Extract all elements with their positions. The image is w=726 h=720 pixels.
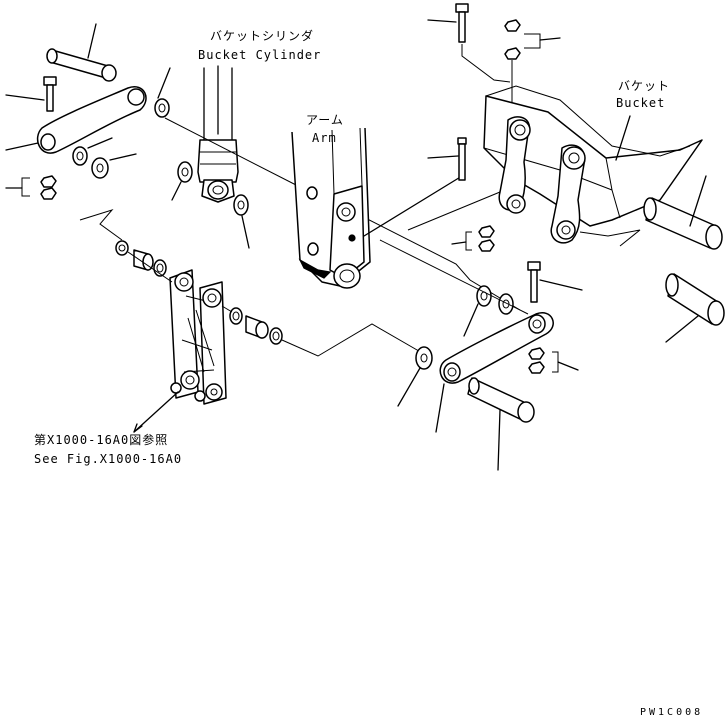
left-nuts: [5, 175, 57, 200]
right-lower-washers: [397, 285, 514, 407]
bucket-pin-upper: [643, 175, 723, 250]
right-lower-link-plate: [435, 312, 554, 433]
arm: [291, 127, 463, 289]
center-h-link: [133, 269, 227, 433]
bucket-cylinder-label-en: Bucket Cylinder: [198, 48, 322, 62]
bucket-label-jp: バケット: [618, 79, 671, 93]
bucket-cylinder: [197, 65, 239, 203]
right-lower-nuts: [528, 347, 579, 374]
bucket-pin-lower: [665, 273, 725, 343]
bucket-side-nuts: [451, 225, 495, 252]
right-lower-pin: [467, 377, 535, 471]
bucket-label-en: Bucket: [616, 96, 666, 110]
left-upper-pin: [46, 23, 117, 82]
left-link-plate: [5, 86, 147, 154]
bucket-top-nuts: [504, 19, 561, 108]
bucket: [483, 85, 703, 247]
bucket-side-bolt: [427, 137, 467, 181]
right-lower-bolt: [527, 261, 583, 303]
drawing-code: PW1C008: [640, 707, 704, 718]
h-link-left-bushings: [79, 209, 173, 283]
left-bolt: [5, 76, 57, 112]
arm-label-en: Arm: [312, 131, 337, 145]
see-figure-label-jp: 第X1000-16A0図参照: [34, 433, 169, 447]
bucket-cylinder-label-jp: バケットシリンダ: [210, 29, 315, 43]
cylinder-washers: [171, 161, 250, 249]
bucket-top-bolt: [427, 3, 511, 83]
see-figure-label-en: See Fig.X1000-16A0: [34, 452, 183, 466]
left-washers: [72, 67, 171, 179]
h-link-right-bushings: [221, 305, 425, 357]
arm-label-jp: アーム: [306, 113, 344, 127]
